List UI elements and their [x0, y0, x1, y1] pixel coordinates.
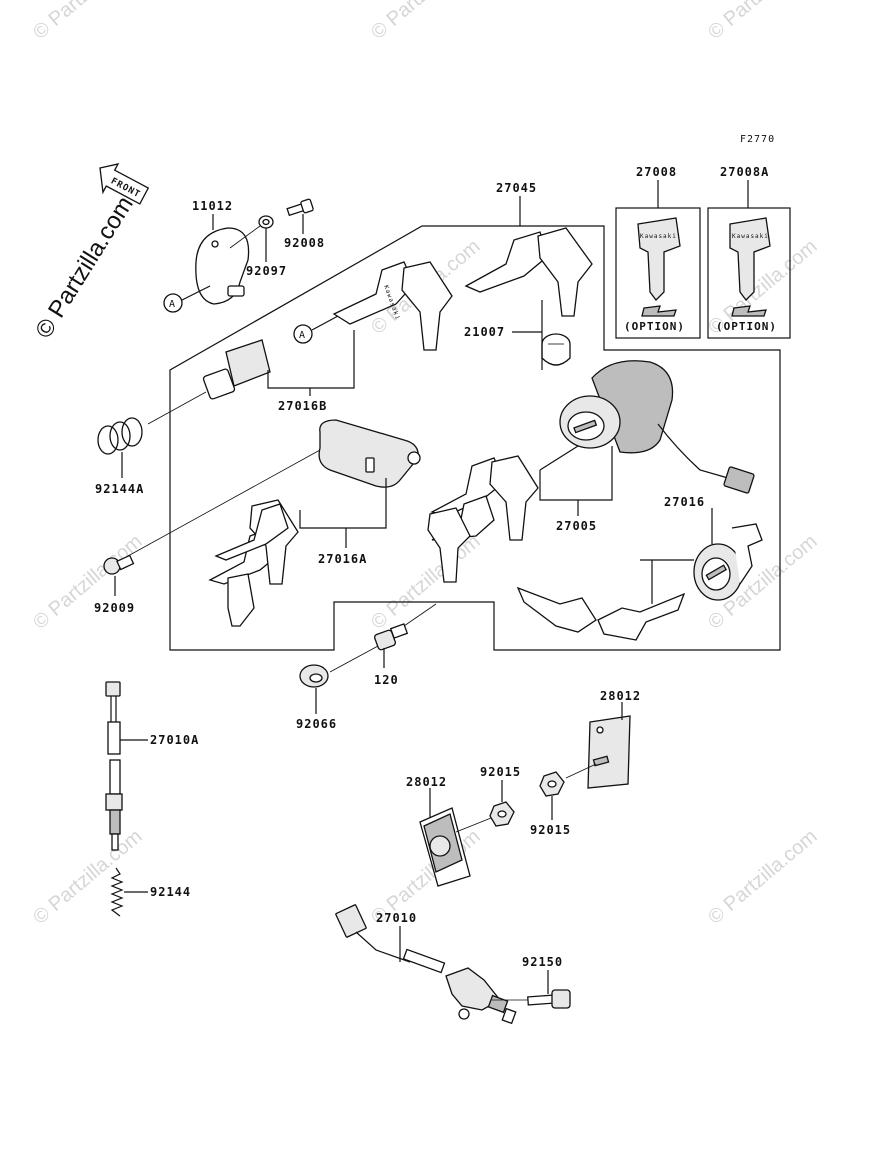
key-brand: Kawasaki — [640, 233, 677, 240]
key-pair-27045 — [464, 227, 593, 317]
label-27010: 27010 — [376, 911, 417, 925]
spring-92144 — [110, 867, 124, 917]
cap-92066 — [299, 664, 329, 688]
pad-28012-right — [587, 715, 631, 789]
label-27016a: 27016A — [318, 552, 367, 566]
ref-marker-a — [163, 293, 183, 313]
option-key-27008a: Kawasaki — [729, 217, 771, 317]
label-92008: 92008 — [284, 236, 325, 250]
assembly-outline — [169, 225, 781, 651]
ref-marker-a-label: A — [299, 330, 306, 341]
label-27008: 27008 — [636, 165, 677, 179]
seat-lock-27016b — [202, 339, 271, 400]
tank-lock-27016a — [318, 419, 421, 488]
watermark: © Partzilla.com — [704, 825, 821, 928]
label-120: 120 — [374, 673, 399, 687]
key-pair-27016a — [208, 499, 299, 627]
label-21007: 21007 — [464, 325, 505, 339]
watermark-main: © Partzilla.com — [30, 192, 139, 343]
lock-27016 — [693, 523, 763, 601]
label-92144a: 92144A — [95, 482, 144, 496]
pad-28012-left — [419, 807, 471, 887]
plate-11012 — [195, 227, 250, 305]
label-11012: 11012 — [192, 199, 233, 213]
label-27010a: 27010A — [150, 733, 199, 747]
label-28012: 28012 — [600, 689, 641, 703]
switch-27010 — [335, 904, 517, 1025]
option-label: (OPTION) — [624, 320, 685, 333]
label-92009: 92009 — [94, 601, 135, 615]
option-label: (OPTION) — [716, 320, 777, 333]
nut-92015-right — [539, 771, 565, 797]
figure-code: F2770 — [740, 134, 775, 145]
label-92150: 92150 — [522, 955, 563, 969]
label-92066: 92066 — [296, 717, 337, 731]
bolt-92008 — [286, 198, 314, 217]
option-box-27008a — [707, 207, 791, 339]
bolt-92150 — [527, 989, 571, 1009]
key-pair-27016b: Kawasaki — [332, 261, 453, 351]
label-92097: 92097 — [246, 264, 287, 278]
front-arrow-icon: FRONT — [99, 163, 150, 205]
label-27008a: 27008A — [720, 165, 769, 179]
label-92015: 92015 — [530, 823, 571, 837]
label-92015: 92015 — [480, 765, 521, 779]
label-27005: 27005 — [556, 519, 597, 533]
watermark: © Partzilla.com — [29, 0, 146, 44]
switch-27010a — [105, 681, 123, 851]
key-pair-27016 — [516, 586, 686, 641]
label-28012: 28012 — [406, 775, 447, 789]
label-27045: 27045 — [496, 181, 537, 195]
screw-92009 — [103, 554, 135, 575]
cap-21007 — [541, 333, 571, 366]
spring-92144a — [97, 417, 143, 455]
ignition-switch-27005 — [559, 360, 755, 494]
watermark-layer: © Partzilla.com © Partzilla.com © Partzi… — [29, 0, 821, 929]
watermark: © Partzilla.com — [367, 0, 484, 44]
key-brand: Kawasaki — [732, 233, 769, 240]
ref-marker-a-label: A — [169, 299, 176, 310]
watermark: © Partzilla.com — [29, 530, 146, 633]
washer-92097 — [258, 215, 274, 229]
key-pair-27005 — [427, 455, 539, 583]
label-27016b: 27016B — [278, 399, 327, 413]
fitting-120 — [374, 623, 409, 651]
ref-marker-a — [293, 324, 313, 344]
watermark: © Partzilla.com — [29, 825, 146, 928]
watermark: © Partzilla.com — [704, 0, 821, 44]
option-key-27008: Kawasaki — [637, 217, 681, 317]
nut-92015-left — [489, 801, 515, 827]
label-27016: 27016 — [664, 495, 705, 509]
label-92144: 92144 — [150, 885, 191, 899]
watermark: © Partzilla.com — [367, 530, 484, 633]
